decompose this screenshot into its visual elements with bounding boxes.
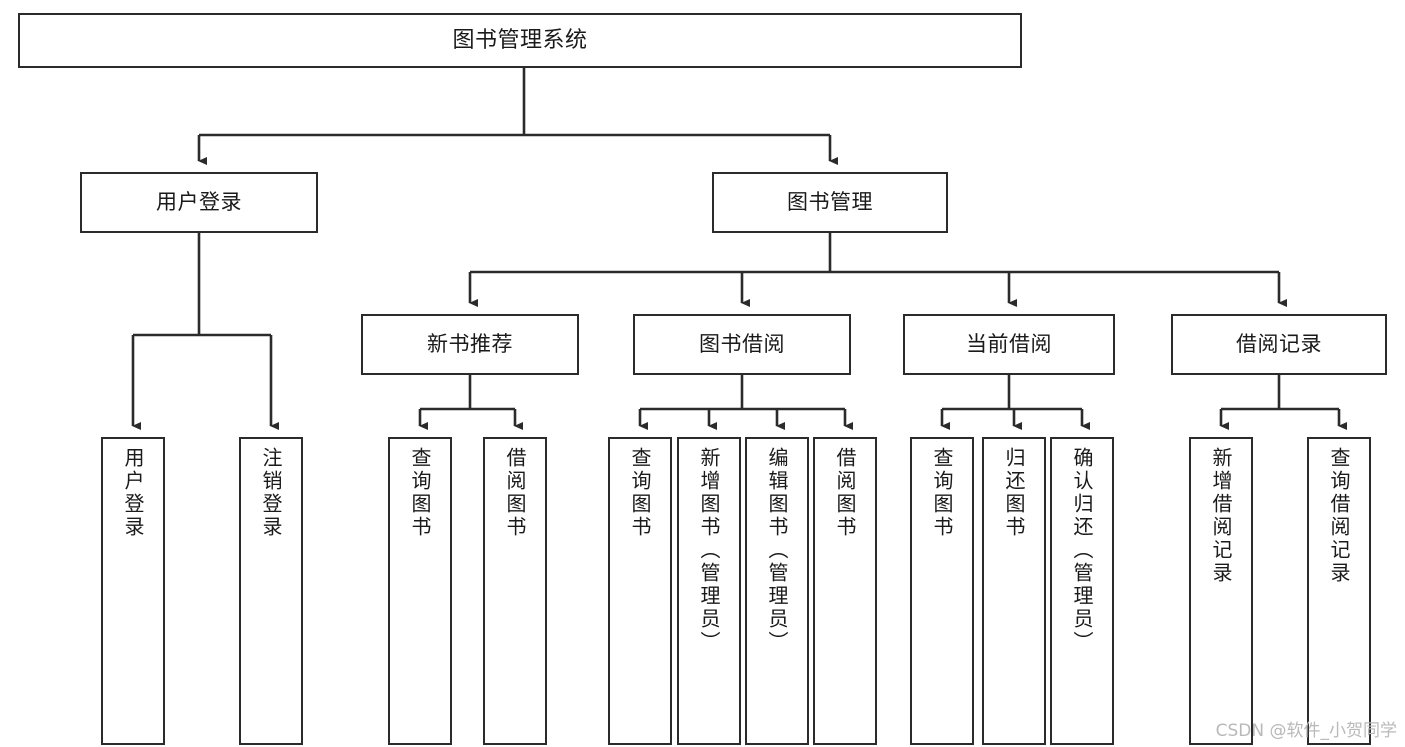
node-user-login[interactable]: 用户登录 — [80, 172, 318, 233]
node-current-borrow[interactable]: 当前借阅 — [903, 314, 1115, 375]
node-label: 查询图书 — [930, 447, 954, 539]
node-label: 编辑图书（管理员） — [765, 447, 789, 654]
node-label: 新增借阅记录 — [1209, 447, 1233, 585]
node-book-borrow[interactable]: 图书借阅 — [633, 314, 851, 375]
node-leaf-add-book[interactable]: 新增图书（管理员） — [677, 437, 741, 745]
node-label: 查询图书 — [628, 447, 652, 539]
node-label: 用户登录 — [156, 190, 242, 215]
node-label: 新书推荐 — [427, 332, 513, 357]
node-label: 查询借阅记录 — [1327, 447, 1351, 585]
node-label: 用户登录 — [121, 447, 145, 539]
node-leaf-query-book-3[interactable]: 查询图书 — [910, 437, 974, 745]
node-label: 借阅图书 — [833, 447, 857, 539]
node-leaf-user-login[interactable]: 用户登录 — [101, 437, 165, 745]
node-label: 注销登录 — [259, 447, 283, 539]
node-new-book-recommend[interactable]: 新书推荐 — [361, 314, 579, 375]
node-leaf-borrow-book-2[interactable]: 借阅图书 — [813, 437, 877, 745]
node-label: 当前借阅 — [966, 332, 1052, 357]
node-label: 图书借阅 — [699, 332, 785, 357]
node-label: 图书管理 — [787, 190, 873, 215]
node-leaf-query-record[interactable]: 查询借阅记录 — [1307, 437, 1371, 745]
node-leaf-return-book[interactable]: 归还图书 — [982, 437, 1046, 745]
node-label: 新增图书（管理员） — [697, 447, 721, 654]
node-leaf-query-book-1[interactable]: 查询图书 — [388, 437, 452, 745]
node-root-label: 图书管理系统 — [452, 27, 588, 53]
node-label: 查询图书 — [408, 447, 432, 539]
node-borrow-record[interactable]: 借阅记录 — [1171, 314, 1387, 375]
node-book-manage[interactable]: 图书管理 — [712, 172, 948, 233]
node-leaf-user-logout[interactable]: 注销登录 — [239, 437, 303, 745]
node-label: 借阅记录 — [1236, 332, 1322, 357]
node-leaf-add-record[interactable]: 新增借阅记录 — [1189, 437, 1253, 745]
watermark: CSDN @软件_小贺同学 — [1215, 721, 1397, 741]
node-leaf-borrow-book-1[interactable]: 借阅图书 — [483, 437, 547, 745]
node-label: 归还图书 — [1002, 447, 1026, 539]
node-leaf-confirm-return[interactable]: 确认归还（管理员） — [1050, 437, 1114, 745]
node-label: 确认归还（管理员） — [1070, 447, 1094, 654]
node-root[interactable]: 图书管理系统 — [18, 13, 1022, 68]
node-leaf-query-book-2[interactable]: 查询图书 — [608, 437, 672, 745]
node-leaf-edit-book[interactable]: 编辑图书（管理员） — [745, 437, 809, 745]
node-label: 借阅图书 — [503, 447, 527, 539]
